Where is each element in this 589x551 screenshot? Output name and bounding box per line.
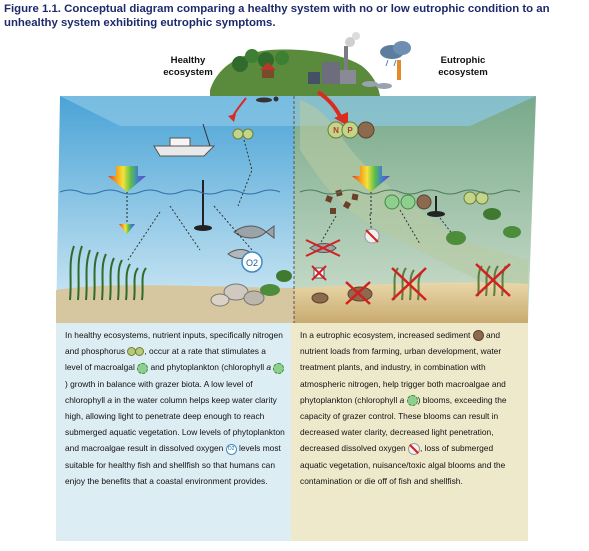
treatment-plant-icon [362, 81, 392, 89]
macroalgae-icon [137, 362, 149, 374]
nitrogen-label: N [333, 126, 339, 135]
food-web-lines-healthy [127, 139, 253, 261]
healthy-ecosystem-label: Healthy ecosystem [148, 55, 228, 79]
nutrient-arrow-eutrophic [316, 90, 348, 126]
food-web-lines-eutrophic [319, 209, 461, 245]
dead-shellfish-icon [311, 265, 373, 305]
eutrophic-text-s12: , decreased dissolved oxygen [300, 427, 494, 454]
water-surface [60, 96, 536, 126]
healthy-text-s12: that a coastal environment provides. [132, 475, 268, 486]
healthy-text-s10: and shellfish [153, 459, 200, 470]
oxygen-label: O2 [246, 258, 258, 268]
eutrophic-label-line1: Eutrophic [440, 55, 486, 66]
healthy-text-s11: so that humans can enjoy the benefits [65, 459, 275, 486]
healthy-text-s5: in the water column helps keep water cla… [65, 394, 277, 422]
eutrophic-text-s16: and shellfish [413, 475, 461, 486]
eutrophic-text-s14: , nuisance/toxic algal blooms [367, 459, 476, 470]
healthy-text-s3: and phytoplankton (chlorophyll [150, 362, 265, 373]
secchi-disk-healthy [194, 180, 212, 231]
rain-cloud-icon [380, 41, 411, 80]
healthy-label-line1: Healthy [170, 55, 206, 66]
healthy-text-s4a: a [107, 394, 113, 405]
shellfish-healthy [210, 283, 265, 307]
boat-icon [153, 123, 216, 157]
eutrophic-text-s3: from farming [352, 346, 400, 357]
seagrass-healthy [69, 245, 147, 301]
healthy-text-s8: . Low levels of phytoplankton and macroa… [65, 427, 285, 454]
healthy-text-s3a: a [266, 362, 272, 373]
wave-line [299, 189, 521, 195]
eutrophic-text-s11: , decreased light penetration [385, 427, 492, 438]
factory-icon [308, 32, 360, 84]
eutrophic-text-s13: , loss of submerged aquatic vegetation [300, 443, 494, 470]
eutrophic-text-s7: , in combination with atmospheric nitrog… [300, 362, 486, 389]
eutrophic-text-s6: , and industry [360, 362, 410, 373]
nutrient-arrow-healthy [228, 97, 247, 122]
sediment-plume [300, 100, 528, 300]
eutrophic-text-s4: , urban development [399, 346, 476, 357]
eutrophic-text-s17: . [460, 475, 463, 486]
healthy-text-s9: levels most suitable for healthy fish [65, 443, 281, 470]
eutrophic-text-s15: and the contamination or die off of fish [300, 459, 506, 486]
low-oxygen-icon [408, 443, 421, 456]
swimmer-icon [256, 96, 279, 103]
eutrophic-text-s1: In a eutrophic ecosystem, increased sedi… [300, 330, 471, 340]
eutrophic-text-s8: , help trigger both macroalgae [378, 378, 490, 389]
lost-sav-cross [391, 263, 511, 301]
healthy-text-s7: deep enough to reach submerged aquatic v… [65, 411, 265, 438]
healthy-text-s6: , allowing light to penetrate [80, 411, 181, 422]
eutrophic-label-line2: ecosystem [438, 67, 488, 78]
healthy-text-s1: In healthy ecosystems, nutrient inputs, … [65, 330, 283, 357]
macroalgae-healthy [260, 270, 292, 296]
light-arrow-eutrophic [352, 166, 390, 214]
eutrophic-text-s9a: a [399, 394, 405, 405]
tree-icon [232, 49, 289, 78]
sediment-icon [472, 330, 484, 342]
nutrient-np-healthy [232, 128, 254, 140]
macroalgae-eutrophic [446, 208, 521, 245]
phytoplankton-icon [273, 362, 285, 374]
healthy-label-line2: ecosystem [163, 67, 213, 78]
healthy-text-s4: ) growth in balance with grazer biota. A… [65, 378, 253, 405]
oxygen-icon: O2 [225, 443, 237, 455]
eutrophic-description-panel: In a eutrophic ecosystem, increased sedi… [291, 323, 528, 541]
healthy-water [56, 96, 294, 323]
low-oxygen-icon [364, 228, 380, 244]
eutrophic-text-s10: ) blooms, exceeding the capacity of graz… [300, 394, 507, 438]
nutrient-np-eutrophic: N P [327, 121, 375, 139]
secchi-disk-eutrophic [427, 196, 445, 217]
nuisance-algae-icon [325, 189, 359, 214]
healthy-text-s2: , occur at a rate that stimulates a leve… [65, 346, 266, 373]
eutrophic-text-s5: , water treatment plants [300, 346, 502, 373]
healthy-description-panel: In healthy ecosystems, nutrient inputs, … [56, 323, 291, 541]
nutrient-np-icon [127, 347, 145, 357]
wave-line [59, 189, 281, 195]
phytoplankton-bloom-icon [384, 191, 489, 210]
eutrophic-description-text: In a eutrophic ecosystem, increased sedi… [300, 327, 522, 489]
eutrophic-ecosystem-label: Eutrophic ecosystem [420, 55, 506, 79]
eutrophic-text-s9: and phytoplankton (chlorophyll [300, 378, 506, 405]
dead-fish-icon [305, 239, 341, 257]
phytoplankton-icon [406, 395, 418, 407]
figure-title: Figure 1.1. Conceptual diagram comparing… [4, 3, 550, 29]
oxygen-icon-healthy: O2 [241, 251, 263, 273]
healthy-description-text: In healthy ecosystems, nutrient inputs, … [65, 327, 285, 489]
eutrophic-text-s2: and nutrient loads [300, 330, 501, 357]
light-arrow-healthy [108, 166, 146, 234]
phosphorus-label: P [347, 126, 353, 135]
